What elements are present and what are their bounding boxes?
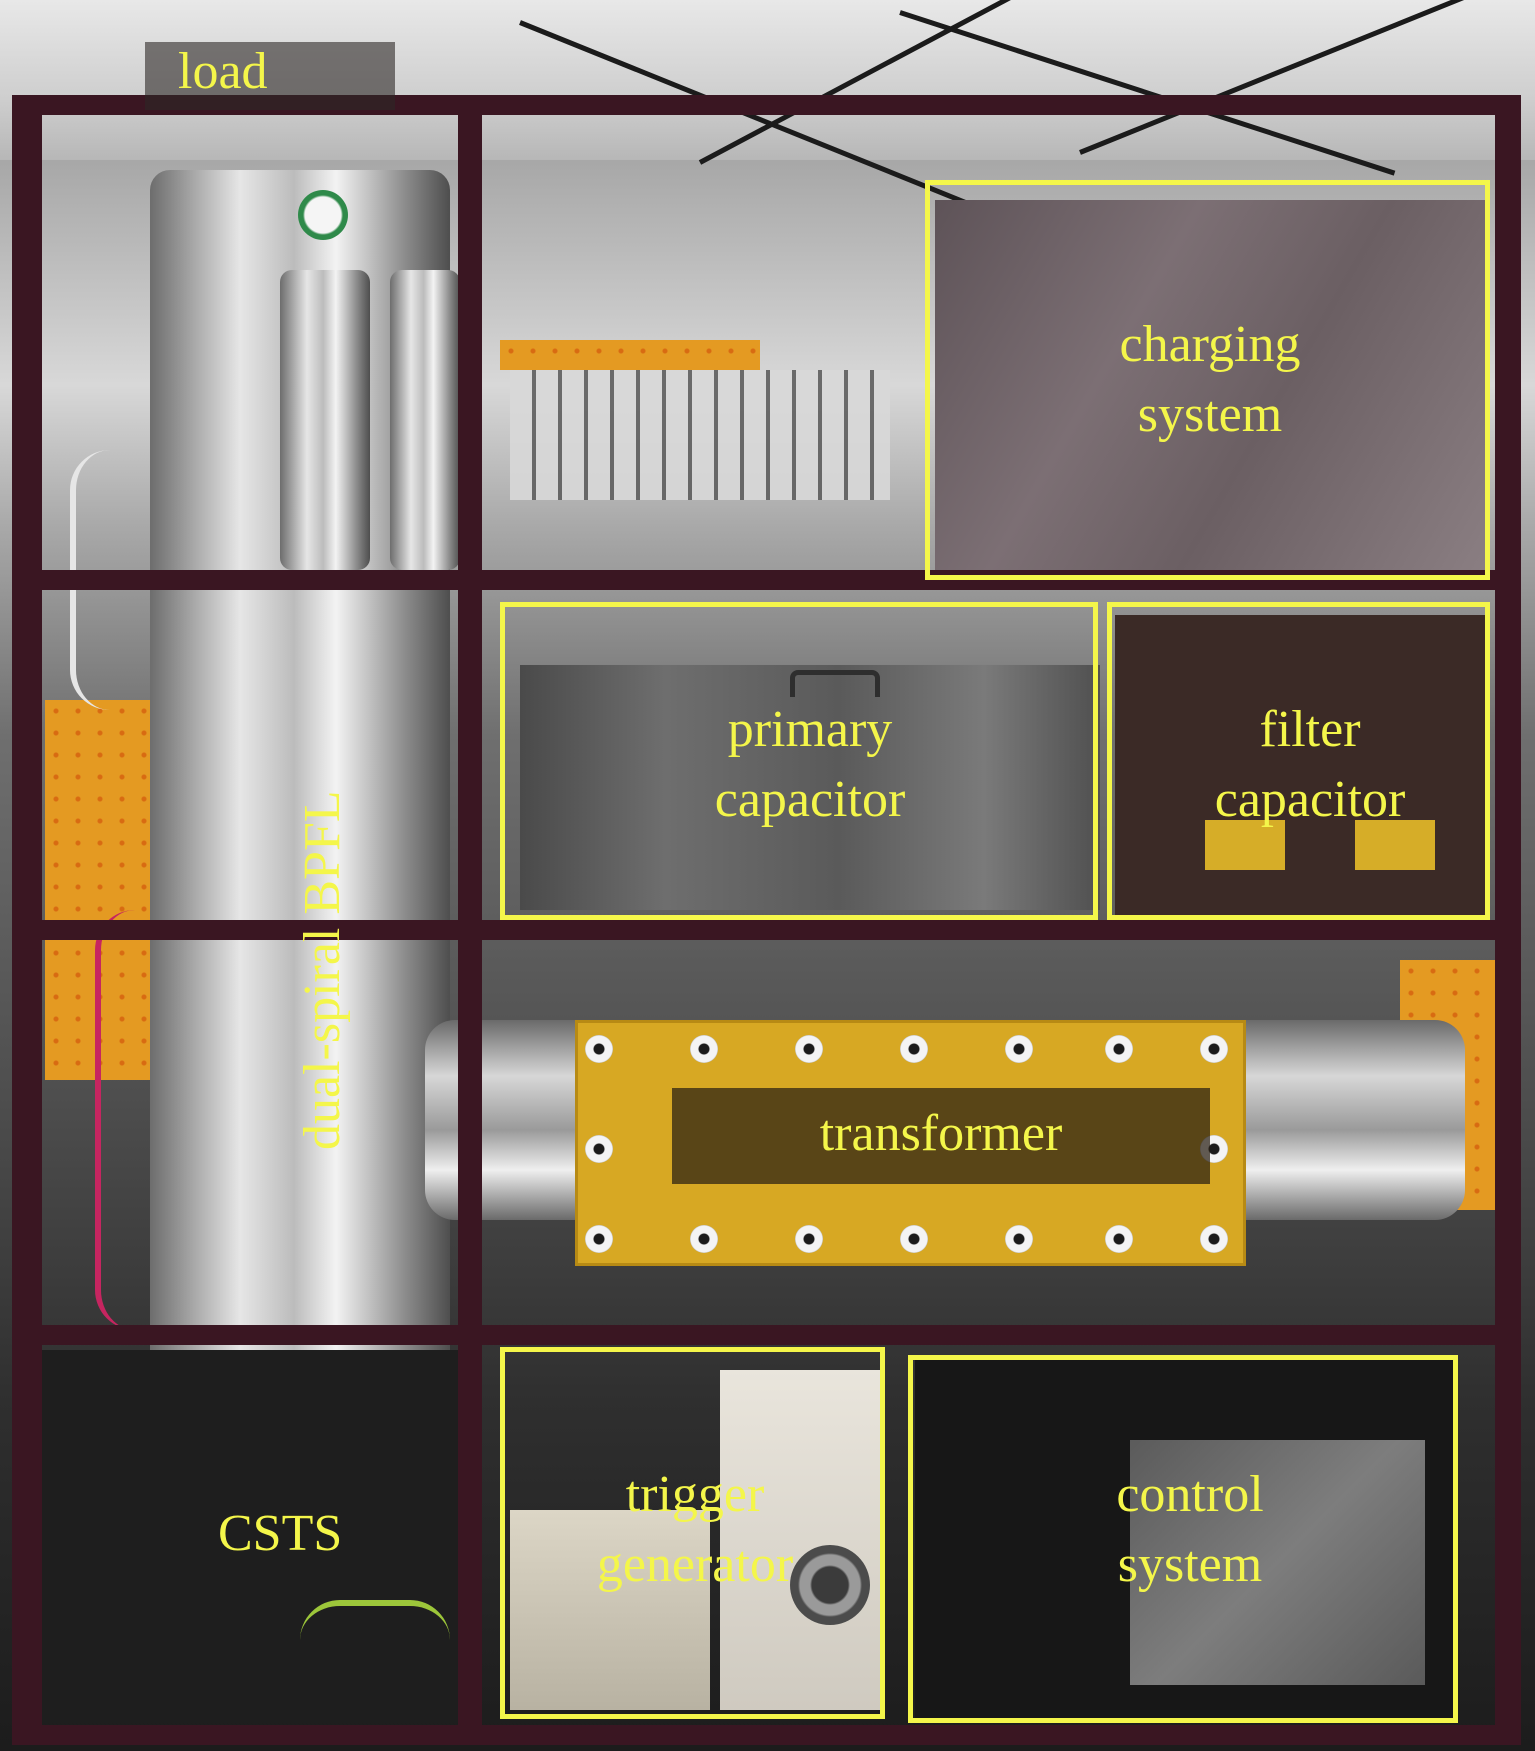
transformer-bolt [690,1225,718,1253]
frame-beam [12,1325,1521,1345]
filter-capacitor-block [1205,820,1285,870]
transformer-bolt [585,1035,613,1063]
transformer-bolt [1105,1035,1133,1063]
capacitor-handle [790,670,880,697]
control-system-panel [1130,1440,1425,1685]
primary-capacitor-box [500,602,1098,920]
transformer-bolt [795,1035,823,1063]
control-system-label: control system [1040,1460,1340,1600]
transformer-bolt [900,1225,928,1253]
frame-beam [12,920,1521,940]
load-label-backdrop [145,42,395,110]
filter-capacitor-box [1107,602,1490,920]
filter-capacitor-label-line: capacitor [1214,771,1406,828]
filter-capacitor-block [1355,820,1435,870]
charging-system-label: charging system [1010,310,1410,450]
frame-beam [12,1725,1521,1745]
charging-system-box [925,180,1490,580]
trigger-generator-box [510,1510,710,1710]
load-label: load [178,43,268,100]
trigger-generator-label-line: generator [596,1536,794,1593]
bpfl-side-tube [280,270,370,570]
control-system-label-line: control [1116,1466,1264,1523]
transformer-bolt [585,1135,613,1163]
transformer-bolt [1200,1035,1228,1063]
control-system-label-line: system [1117,1536,1263,1593]
primary-capacitor-label: primary capacitor [600,695,1020,835]
primary-capacitor-label-line: capacitor [714,771,906,828]
pink-cable [95,910,231,1330]
transformer-bolt [900,1035,928,1063]
transformer-bolt [690,1035,718,1063]
pressure-gauge [298,190,348,240]
bottom-left-area [40,1350,460,1720]
green-ground-cable [300,1600,450,1686]
bpfl-side-tube [390,270,460,570]
csts-label: CSTS [218,1505,343,1562]
control-system-box [908,1355,1458,1723]
transformer-bolt [1005,1035,1033,1063]
background-window [510,370,890,500]
trigger-generator-label-line: trigger [625,1466,765,1523]
transformer-bolt [585,1225,613,1253]
trigger-generator-dial [790,1545,870,1625]
transformer-label-backdrop [672,1088,1210,1184]
trigger-generator-panel [720,1370,880,1710]
transformer-bolt [795,1225,823,1253]
charging-system-enclosure [935,200,1485,570]
primary-capacitor-enclosure [520,665,1100,910]
charging-system-label-line: system [1137,386,1283,443]
transformer-label: transformer [819,1105,1063,1162]
charging-system-label-line: charging [1119,316,1301,373]
trigger-generator-label: trigger generator [530,1460,860,1600]
filter-capacitor-label-line: filter [1259,701,1361,758]
filter-capacitor-label: filter capacitor [1160,695,1460,835]
orange-mesh-panel [500,340,760,370]
bpfl-label: dual-spiral BPFL [294,790,351,1150]
trigger-generator-box [500,1347,885,1719]
transformer-bolt [1005,1225,1033,1253]
transformer-bolt [1105,1225,1133,1253]
transformer-bolt [1200,1225,1228,1253]
primary-capacitor-label-line: primary [727,701,893,758]
